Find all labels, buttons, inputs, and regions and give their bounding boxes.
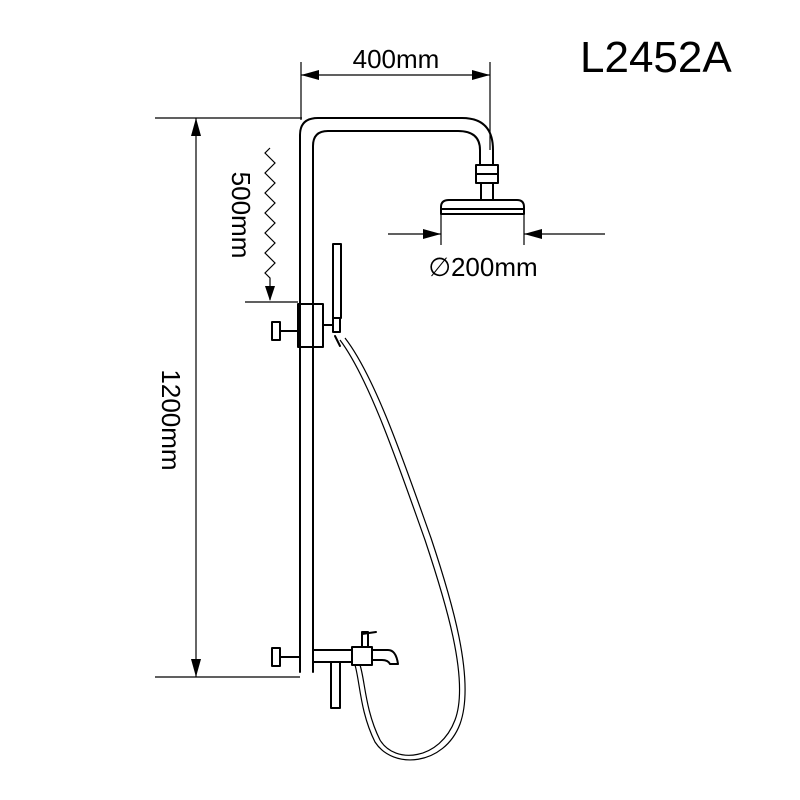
- slide-bracket: [271, 303, 341, 348]
- arm-length-label: 400mm: [353, 44, 440, 74]
- model-number: L2452A: [580, 33, 732, 82]
- total-height-label: 1200mm: [156, 369, 186, 470]
- slide-range-dimension: 500mm: [226, 147, 298, 303]
- riser-pipe: [299, 117, 494, 673]
- head-diameter-label: ∅200mm: [428, 252, 537, 282]
- head-diameter-dimension: ∅200mm: [388, 214, 605, 282]
- mixer-valve: [271, 631, 399, 667]
- shower-hose: [339, 337, 466, 761]
- diverter-handle: [330, 661, 341, 709]
- arm-length-dimension: 400mm: [300, 44, 491, 150]
- hand-shower: [332, 243, 342, 347]
- shower-head: [440, 164, 525, 215]
- total-height-dimension: 1200mm: [155, 117, 302, 678]
- slide-range-label: 500mm: [226, 172, 256, 259]
